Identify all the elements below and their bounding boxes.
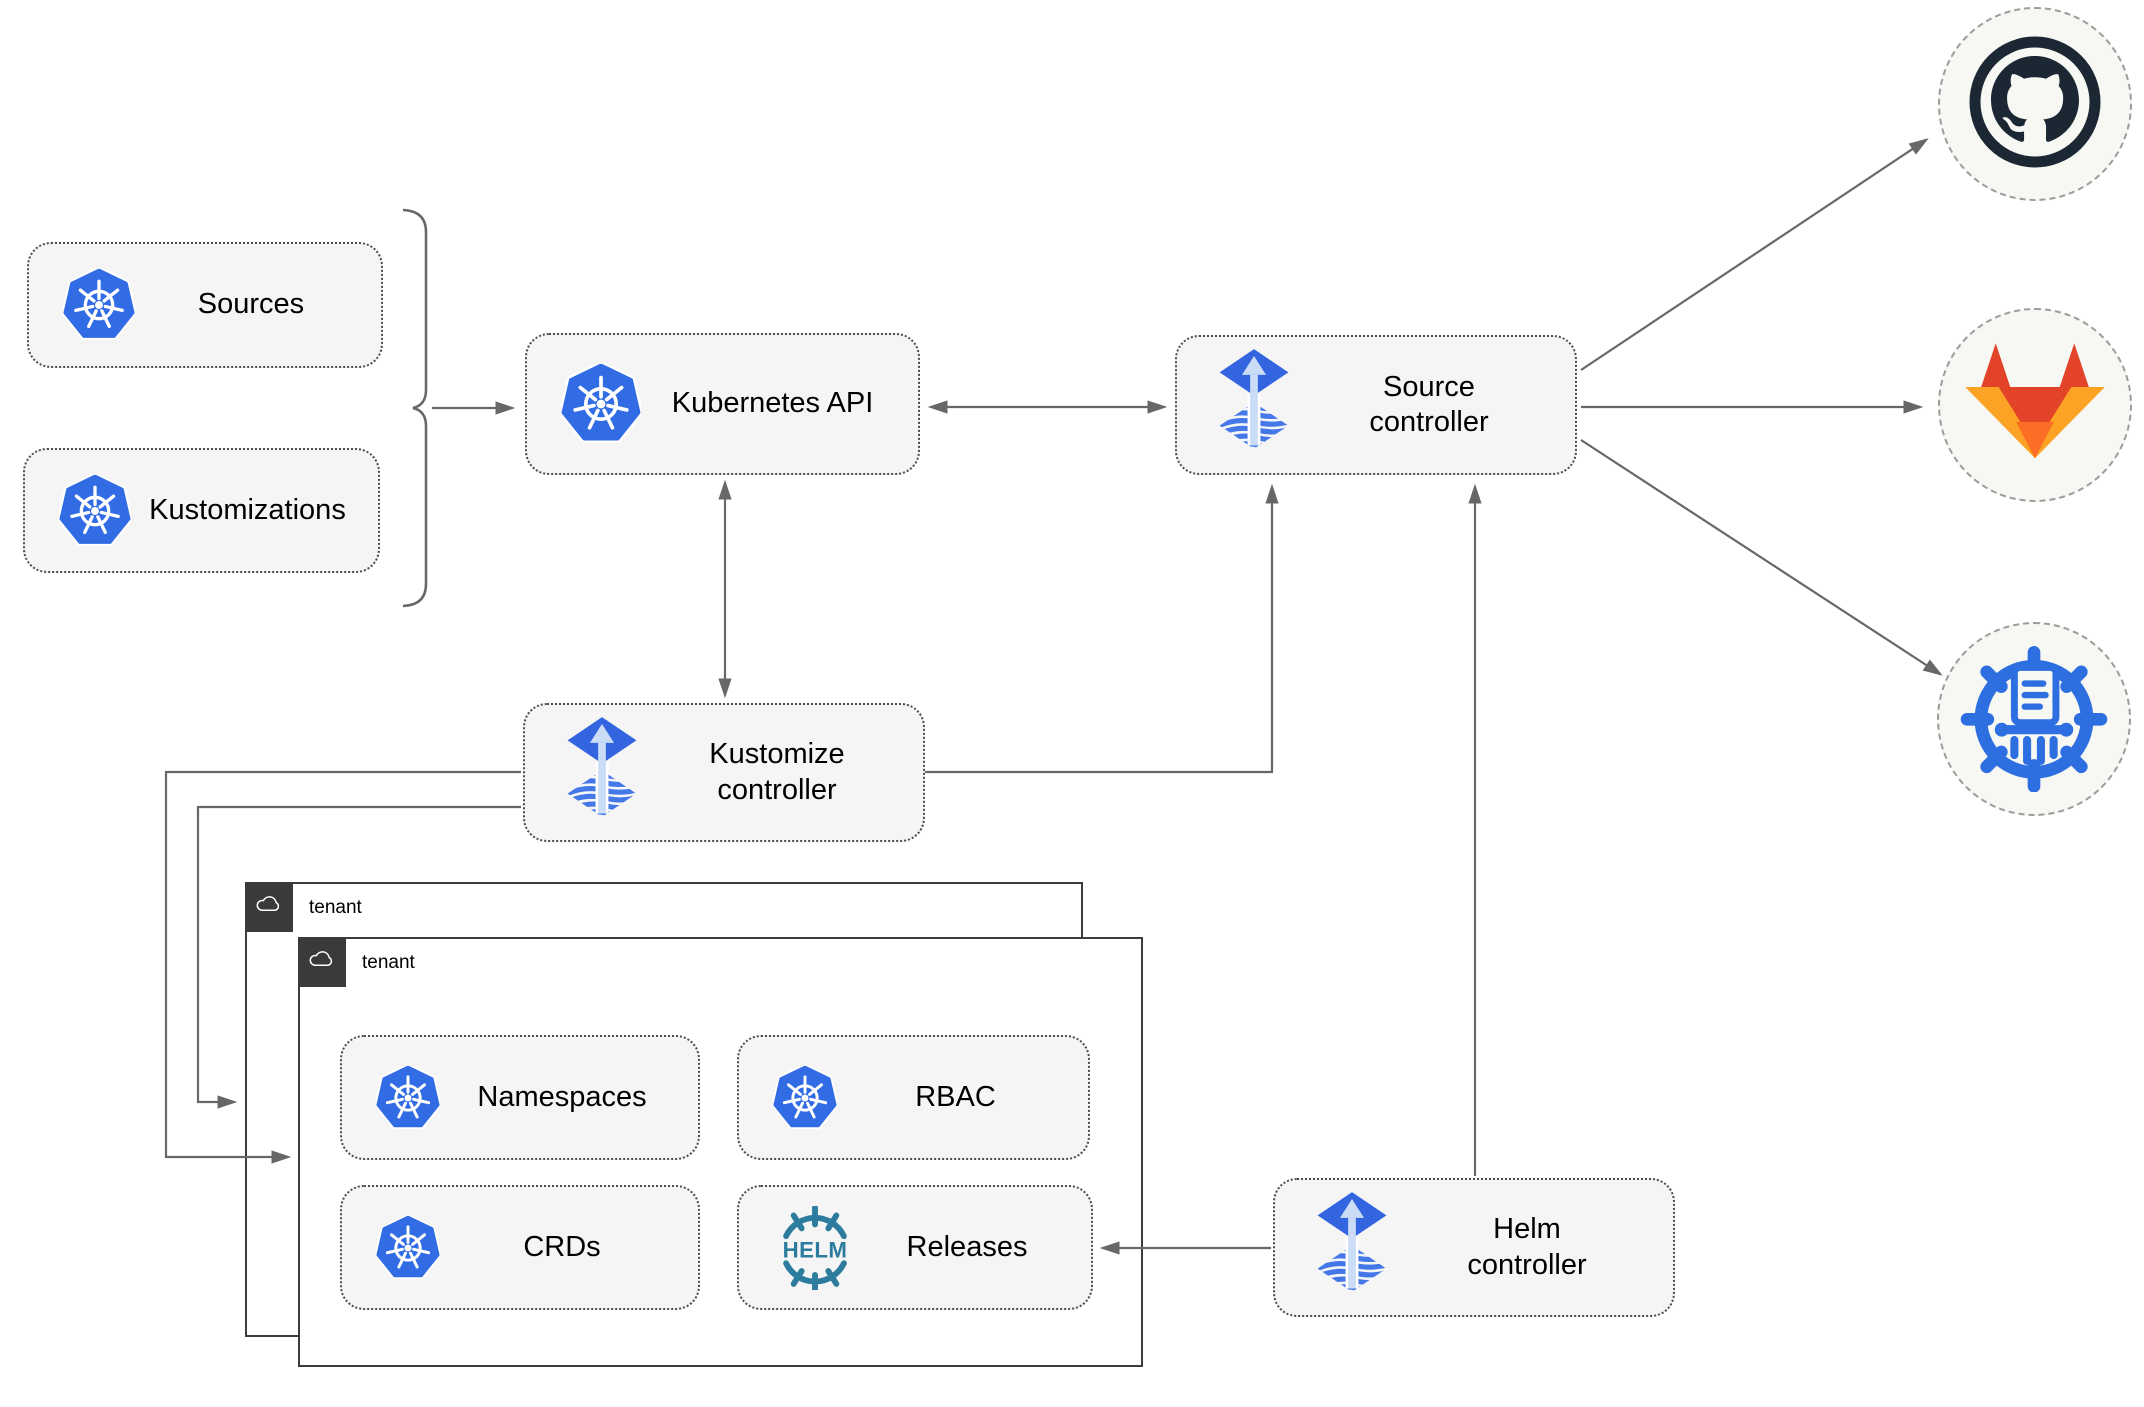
node-label: Releases [906, 1230, 1028, 1263]
node-releases[interactable]: HELM Releases [737, 1185, 1093, 1310]
node-label: Kubernetes API [671, 387, 874, 420]
tenant-label: tenant [362, 952, 415, 973]
node-label: Source controller [1369, 370, 1489, 438]
node-label: Kustomizations [149, 493, 346, 526]
cloud-icon [307, 945, 337, 980]
kubernetes-icon [561, 364, 641, 444]
node-kustomizations[interactable]: Kustomizations [23, 448, 380, 573]
node-label: RBAC [915, 1080, 996, 1113]
node-label: Helm controller [1467, 1213, 1587, 1281]
node-helm-controller[interactable]: Helm controller [1273, 1178, 1675, 1317]
chartmuseum-icon [1959, 642, 2109, 797]
edge-kustomizectrl-sourcectrl [925, 483, 1279, 774]
kubernetes-icon [59, 474, 131, 547]
edge-sourcectrl-github [1580, 138, 1929, 371]
external-chartmuseum[interactable] [1937, 622, 2131, 816]
node-source-controller[interactable]: Source controller [1175, 335, 1577, 475]
node-label: Namespaces [477, 1080, 647, 1113]
helm-icon: HELM [773, 1205, 857, 1290]
edge-sourcectrl-chartmuseum [1580, 439, 1943, 676]
tenant-label: tenant [309, 897, 362, 918]
github-icon [1965, 32, 2105, 177]
node-kubernetes-api[interactable]: Kubernetes API [525, 333, 920, 475]
node-label: CRDs [523, 1230, 601, 1263]
external-github[interactable] [1938, 7, 2132, 201]
cloud-icon [254, 890, 284, 925]
kubernetes-icon [773, 1065, 837, 1130]
flux-icon [1309, 1191, 1395, 1304]
tenant-header [245, 882, 293, 932]
node-label: Kustomize controller [709, 738, 845, 806]
node-sources[interactable]: Sources [27, 242, 383, 368]
kubernetes-icon [376, 1065, 440, 1130]
tenant-header [298, 937, 346, 987]
node-kustomize-controller[interactable]: Kustomize controller [523, 703, 925, 842]
flux-icon [559, 716, 645, 829]
svg-text:HELM: HELM [783, 1237, 848, 1262]
node-label: Sources [197, 288, 305, 321]
node-rbac[interactable]: RBAC [737, 1035, 1090, 1160]
flux-icon [1211, 349, 1297, 461]
node-crds[interactable]: CRDs [340, 1185, 700, 1310]
bracket-sources-group [402, 208, 428, 608]
gitlab-icon [1962, 339, 2108, 472]
node-namespaces[interactable]: Namespaces [340, 1035, 700, 1160]
kubernetes-icon [376, 1215, 440, 1280]
external-gitlab[interactable] [1938, 308, 2132, 502]
kubernetes-icon [63, 269, 135, 341]
